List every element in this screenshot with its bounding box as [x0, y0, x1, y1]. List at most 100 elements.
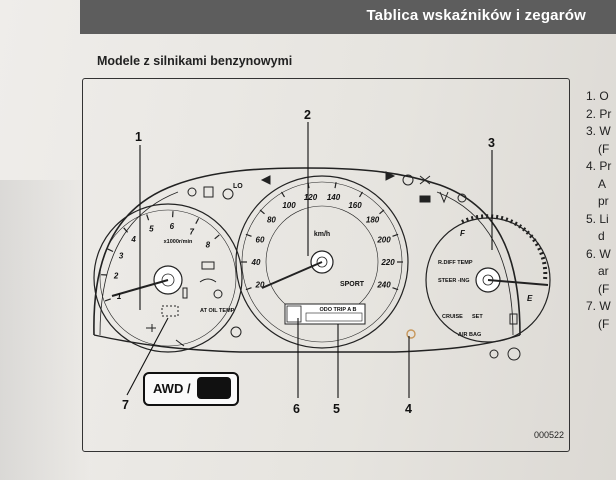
gauge-tick-mark — [280, 191, 286, 198]
gauge-tick-label: 4 — [130, 235, 136, 244]
list-item: 7. W — [586, 299, 611, 313]
header-bar: Tablica wskaźników i zegarów — [80, 0, 616, 34]
cruise-label: CRUISE — [442, 314, 463, 320]
gauge-tick-mark — [107, 248, 114, 253]
gauge-tick-mark — [245, 287, 252, 291]
right-column-list: 1. O 2. Pr 3. W (F 4. Pr A pr 5. Li d 6.… — [586, 88, 611, 333]
r-diff-temp-label: R.DIFF TEMP — [438, 260, 473, 266]
gauge-tick-label: 200 — [376, 235, 391, 244]
gauge-tick-mark — [214, 234, 220, 240]
awd-indicator-icon — [161, 305, 179, 317]
vdc-off-icon — [419, 175, 431, 185]
brightness-knob — [406, 329, 416, 339]
instrument-cluster-figure — [82, 78, 570, 452]
gauge-tick-label: 80 — [267, 216, 276, 225]
fuel-empty-label: E — [527, 294, 533, 303]
airbag-icon — [489, 349, 499, 359]
tachometer-ticks: 1 2 34 5 6 7 8 — [101, 211, 220, 302]
odometer-display: ODO TRIP A B — [284, 303, 366, 325]
callout-1: 1 — [135, 130, 142, 144]
awd-label: AWD / — [153, 381, 191, 396]
gauge-tick-mark — [334, 182, 337, 189]
gauge-tick-label: 140 — [327, 193, 341, 202]
gauge-tick-label: 7 — [189, 228, 194, 237]
gauge-tick-label: 220 — [380, 258, 395, 267]
list-item: 4. Pr — [586, 159, 612, 173]
oil-pressure-icon — [199, 278, 217, 283]
gauge-tick-label: 40 — [251, 258, 261, 267]
gauge-tick-label: 120 — [304, 193, 318, 202]
list-item: A — [598, 176, 607, 191]
list-item: d — [598, 229, 605, 243]
key-icon — [230, 326, 242, 338]
tach-unit-label: x1000r/min — [164, 239, 193, 245]
section-title: Modele z silnikami benzynowymi — [97, 54, 293, 68]
page-shadow — [0, 180, 90, 480]
awd-indicator-callout-box: AWD / — [143, 372, 239, 406]
callout-4: 4 — [405, 402, 412, 416]
gauge-tick-label: 1 — [117, 292, 122, 301]
tachometer: 1 2 34 5 6 7 8 x1000r/min — [93, 203, 243, 353]
slip-icon — [175, 339, 185, 347]
gauge-tick-mark — [146, 214, 150, 221]
speed-unit-label: km/h — [314, 231, 330, 238]
fuel-pump-icon — [509, 313, 518, 325]
callout-2: 2 — [304, 108, 311, 122]
callout-3: 3 — [488, 136, 495, 150]
list-item: (F — [598, 316, 610, 331]
list-item: 6. W — [586, 246, 611, 261]
cluster-bottom — [93, 334, 521, 353]
list-item: 2. Pr — [586, 106, 612, 121]
list-item: 5. Li — [586, 211, 609, 226]
page-header-title: Tablica wskaźników i zegarów — [366, 7, 586, 24]
gauge-tick-label: 240 — [376, 281, 391, 290]
gauge-tick-label: 100 — [282, 201, 296, 210]
temp-icon — [182, 287, 188, 299]
left-turn-icon — [260, 175, 271, 185]
seatbelt-icon — [203, 186, 214, 198]
light-icon — [187, 187, 197, 197]
sport-label: SPORT — [340, 281, 365, 288]
brake-icon — [222, 188, 234, 200]
gauge-tick-label: 8 — [206, 241, 211, 250]
gauge-tick-label: 5 — [149, 225, 154, 234]
set-label: SET — [472, 314, 483, 320]
gauge-tick-label: 180 — [366, 216, 380, 225]
check-engine-icon — [213, 289, 223, 299]
gauge-tick-mark — [358, 191, 364, 198]
list-item: ar — [598, 264, 609, 278]
callout-lines — [126, 122, 493, 398]
gauge-tick-label: 3 — [119, 251, 124, 260]
figure-code: 000522 — [534, 430, 565, 440]
seatbelt-passenger-icon — [439, 191, 449, 204]
list-item: 1. O — [586, 89, 609, 103]
battery-icon — [201, 261, 215, 270]
high-beam-icon — [419, 195, 431, 203]
gauge-tick-mark — [392, 233, 399, 237]
list-item: (F — [598, 281, 610, 296]
gauge-tick-label: 20 — [255, 281, 265, 290]
gauge-tick-mark — [379, 209, 385, 215]
gauge-tick-label: 6 — [170, 222, 175, 231]
gauge-tick-mark — [104, 298, 111, 302]
callout-6: 6 — [293, 402, 300, 416]
gauge-tick-label: 2 — [113, 271, 119, 280]
steering-label: STEER -ING — [438, 278, 469, 284]
gauge-tick-mark — [392, 287, 399, 291]
lo-label: LO — [233, 183, 243, 190]
list-item: (F — [598, 141, 610, 156]
callout-7: 7 — [122, 398, 129, 412]
awd-slip-icon — [197, 377, 231, 399]
right-turn-icon — [385, 171, 396, 181]
abs-icon — [507, 347, 521, 361]
gauge-tick-mark — [245, 233, 252, 237]
cluster-outline-inner — [99, 191, 179, 336]
lamp-icon — [146, 324, 156, 332]
gauge-tick-mark — [259, 209, 265, 215]
gauge-tick-label: 60 — [256, 235, 265, 244]
fog-icon — [457, 193, 467, 203]
